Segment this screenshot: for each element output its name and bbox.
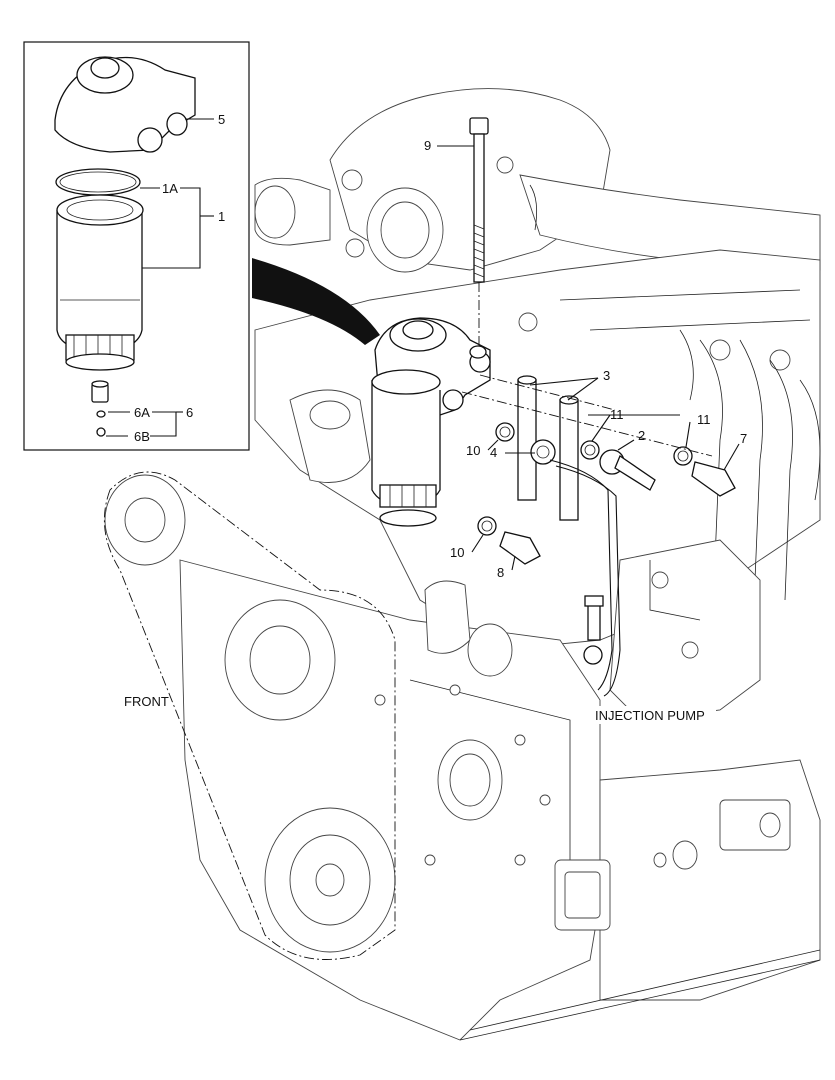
front-label: FRONT <box>124 694 169 709</box>
callout-4: 4 <box>490 445 497 460</box>
callout-7: 7 <box>740 431 747 446</box>
callout-11-left: 11 <box>610 407 624 422</box>
callout-10-lower: 10 <box>450 545 464 560</box>
filter-head-part <box>54 56 196 153</box>
callout-6b: 6B <box>134 429 150 444</box>
callout-6: 6 <box>186 405 193 420</box>
callout-5: 5 <box>218 112 225 127</box>
injection-pump-label: INJECTION PUMP <box>595 708 705 723</box>
o-ring-part <box>55 168 141 196</box>
fuel-fittings <box>477 375 736 697</box>
callout-1: 1 <box>218 209 225 224</box>
filter-detail-inset <box>23 41 250 451</box>
filter-cartridge-part <box>56 194 144 371</box>
drain-plug-part <box>91 380 109 437</box>
callout-6a: 6A <box>134 405 150 420</box>
detail-arrow <box>252 258 380 345</box>
callout-10-upper: 10 <box>466 443 480 458</box>
callout-11-right: 11 <box>697 412 711 427</box>
callout-9: 9 <box>424 138 431 153</box>
callout-8: 8 <box>497 565 504 580</box>
callout-1a: 1A <box>162 181 178 196</box>
callout-labels: 5 1A 1 6A 6 6B 9 10 10 4 8 3 11 11 2 7 F… <box>124 112 747 724</box>
leader-lines <box>437 145 740 571</box>
callout-2: 2 <box>638 428 645 443</box>
mounted-filter-assembly <box>371 317 491 527</box>
callout-3: 3 <box>603 368 610 383</box>
